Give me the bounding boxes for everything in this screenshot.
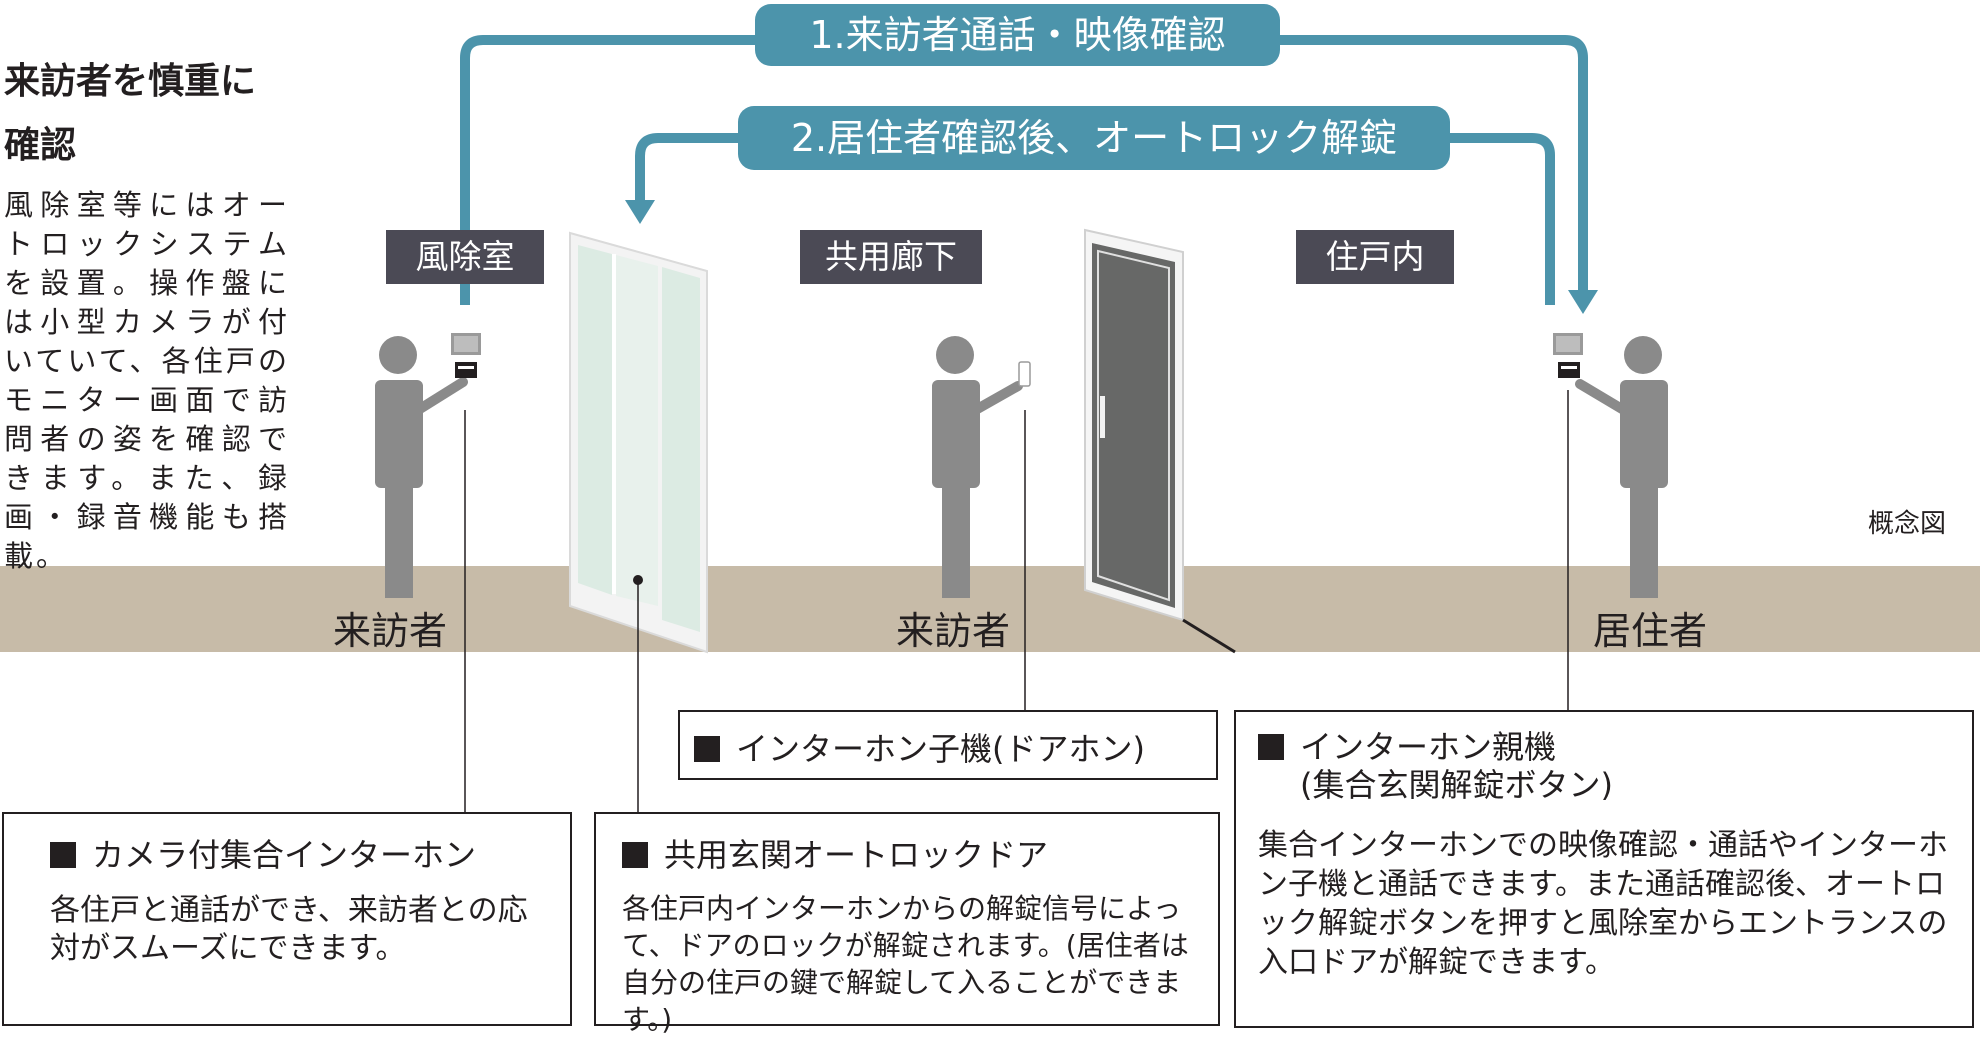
callout-master-unit-text: 集合インターホンでの映像確認・通話やインターホン子機と通話できます。また通話確認… [1258, 828, 1948, 980]
concept-label: 概念図 [1868, 509, 1947, 539]
banner-step2: 2.居住者確認後、オートロック解錠 [738, 106, 1450, 170]
autolock-glass-door [569, 231, 708, 654]
arrow-head-down-icon [625, 200, 655, 224]
resident-figure [1575, 336, 1668, 598]
banner-step1: 1.来訪者通話・映像確認 [755, 4, 1280, 66]
area-label-vestibule: 風除室 [386, 230, 544, 284]
callout-autolock-door: 共用玄関オートロックドア 各住戸内インターホンからの解錠信号によって、ドアのロッ… [594, 812, 1220, 1036]
unit-entry-door [1084, 228, 1236, 654]
door-handle [1100, 396, 1105, 438]
callout-autolock-door-text: 各住戸内インターホンからの解錠信号によって、ドアのロックが解錠されます。(居住者… [622, 892, 1189, 1036]
square-bullet-icon [694, 736, 720, 762]
heading-line-2: 確認 [4, 125, 77, 166]
person-label-resident: 居住者 [1592, 609, 1707, 653]
arrow-head-down-icon [1568, 290, 1598, 314]
callout-master-unit-title-1: インターホン親機 [1300, 728, 1557, 766]
callout-door-phone: インターホン子機(ドアホン) [678, 710, 1218, 780]
square-bullet-icon [622, 842, 648, 868]
side-description: 風除室等にはオートロックシステムを設置。操作盤には小型カメラが付いていて、各住戸… [4, 188, 290, 573]
callout-door-phone-title: インターホン子機(ドアホン) [736, 730, 1145, 768]
callout-camera-intercom-text: 各住戸と通話ができ、来訪者との応対がスムーズにできます。 [50, 893, 528, 966]
square-bullet-icon [1258, 734, 1284, 760]
visitor-figure-1 [375, 336, 468, 598]
person-label-visitor-2: 来訪者 [895, 609, 1010, 653]
master-intercom-unit [1553, 333, 1583, 378]
callout-autolock-door-title: 共用玄関オートロックドア [664, 836, 1049, 874]
door-phone-device [1018, 361, 1031, 387]
callout-camera-intercom-title: カメラ付集合インターホン [92, 836, 477, 874]
callout-camera-intercom: カメラ付集合インターホン 各住戸と通話ができ、来訪者との応対がスムーズにできます… [2, 812, 572, 1026]
callout-master-unit: インターホン親機 (集合玄関解錠ボタン) 集合インターホンでの映像確認・通話やイ… [1234, 710, 1974, 1028]
visitor-figure-2 [932, 336, 1023, 598]
callout-master-unit-title-2: (集合玄関解錠ボタン) [1300, 766, 1613, 804]
heading: 来訪者を慎重に 確認 [4, 50, 256, 178]
area-label-corridor: 共用廊下 [800, 230, 982, 284]
square-bullet-icon [50, 842, 76, 868]
area-label-dwelling: 住戸内 [1296, 230, 1454, 284]
heading-line-1: 来訪者を慎重に [4, 61, 257, 102]
camera-intercom-panel [451, 333, 481, 378]
person-label-visitor-1: 来訪者 [332, 609, 447, 653]
